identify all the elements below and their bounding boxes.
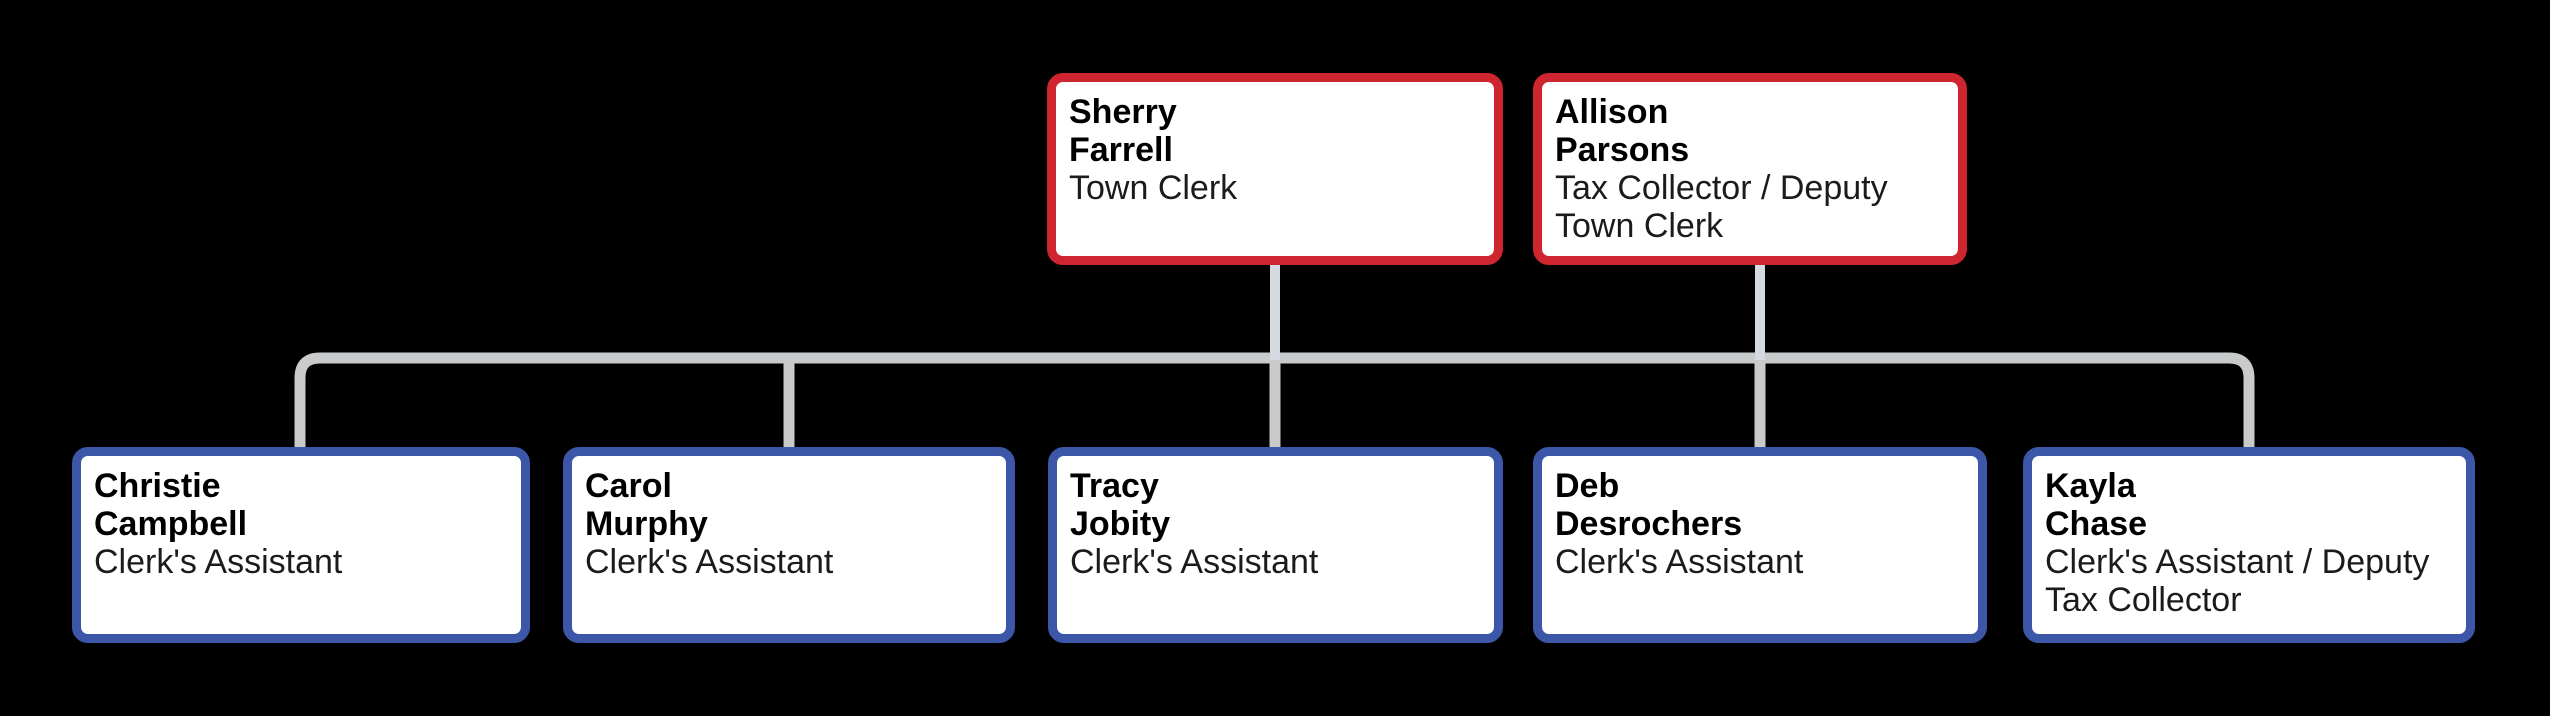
node-name: Tracy Jobity xyxy=(1070,467,1171,543)
node-role: Town Clerk xyxy=(1069,169,1238,207)
node-role: Tax Collector / Deputy Town Clerk xyxy=(1555,169,1888,245)
org-node-christie-campbell[interactable]: Christie Campbell Clerk's Assistant xyxy=(72,447,530,643)
node-name: Carol Murphy xyxy=(585,467,708,543)
node-name: Sherry Farrell xyxy=(1069,93,1177,169)
node-name: Christie Campbell xyxy=(94,467,248,543)
org-node-sherry-farrell[interactable]: Sherry Farrell Town Clerk xyxy=(1047,73,1503,265)
node-role: Clerk's Assistant xyxy=(94,543,343,581)
node-role: Clerk's Assistant xyxy=(1070,543,1319,581)
org-node-carol-murphy[interactable]: Carol Murphy Clerk's Assistant xyxy=(563,447,1015,643)
node-name: Deb Desrochers xyxy=(1555,467,1743,543)
org-node-tracy-jobity[interactable]: Tracy Jobity Clerk's Assistant xyxy=(1048,447,1503,643)
org-node-kayla-chase[interactable]: Kayla Chase Clerk's Assistant / Deputy T… xyxy=(2023,447,2475,643)
org-node-deb-desrochers[interactable]: Deb Desrochers Clerk's Assistant xyxy=(1533,447,1987,643)
org-node-allison-parsons[interactable]: Allison Parsons Tax Collector / Deputy T… xyxy=(1533,73,1967,265)
node-role: Clerk's Assistant xyxy=(1555,543,1804,581)
node-role: Clerk's Assistant / Deputy Tax Collector xyxy=(2045,543,2430,619)
node-name: Allison Parsons xyxy=(1555,93,1690,169)
node-name: Kayla Chase xyxy=(2045,467,2148,543)
node-role: Clerk's Assistant xyxy=(585,543,834,581)
